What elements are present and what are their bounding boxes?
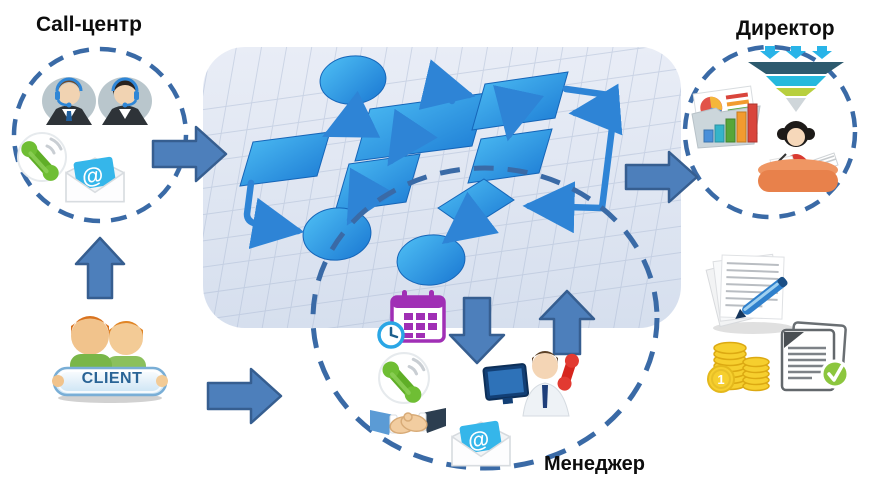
phone-icon: [377, 351, 431, 405]
svg-text:1: 1: [717, 372, 724, 387]
arrow-callcenter-to-process: [151, 125, 228, 183]
svg-text:@: @: [466, 426, 491, 454]
manager-label: Менеджер: [544, 453, 645, 475]
arrow-manager-to-process: [538, 289, 596, 356]
sales-funnel-icon: [748, 46, 844, 112]
arrow-process-to-manager: [448, 296, 506, 365]
coins-icon: 1: [707, 341, 770, 393]
svg-text:@: @: [80, 162, 105, 190]
arrow-process-to-director: [624, 150, 699, 204]
signed-documents-pen-icon: [705, 253, 793, 334]
director-label: Директор: [736, 17, 835, 40]
charts-folder-icon: [691, 85, 761, 149]
arrow-client-to-manager: [206, 367, 283, 425]
flowchart-connectors: [243, 59, 623, 249]
arrow-client-to-callcenter: [74, 236, 126, 300]
operator-woman-icon: [98, 77, 152, 125]
approved-document-icon: [780, 321, 850, 392]
flow-arrows: [74, 125, 699, 425]
flow-rect-left: [239, 131, 331, 187]
director-circle: [682, 44, 858, 220]
call-center-circle: [11, 46, 189, 224]
call-center-label: Call-центр: [36, 13, 142, 36]
client-banner-label: CLIENT: [81, 370, 143, 387]
calendar-clock-icon: [377, 290, 446, 349]
operator-man-icon: [42, 77, 96, 125]
client-couple-icon: [52, 316, 168, 403]
secretary-at-desk-icon: [758, 121, 839, 192]
email-icon: @: [65, 156, 125, 203]
manager-circle: [310, 165, 660, 471]
handshake-icon: [370, 408, 446, 435]
flow-end-ellipse: [396, 234, 466, 286]
email-icon: @: [451, 420, 511, 467]
manager-at-computer-icon: [482, 351, 579, 417]
